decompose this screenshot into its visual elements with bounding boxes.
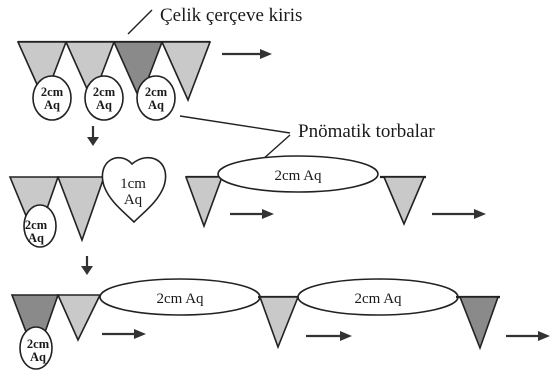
bag-label: 2cm — [25, 218, 48, 232]
pneumatic-bag — [23, 204, 57, 248]
bag-label: Aq — [96, 98, 112, 112]
pneumatic-bag — [136, 75, 176, 121]
stage-3: 2cm Aq 2cm Aq 2cm Aq — [10, 278, 550, 370]
bag-label: 1cm — [120, 176, 146, 192]
annotation-pneumatic-bags: Pnömatik torbalar — [179, 115, 435, 161]
direction-arrow-right — [506, 331, 550, 341]
pneumatic-bag — [217, 155, 379, 193]
direction-arrow-right — [222, 49, 272, 59]
bag-label: Aq — [30, 350, 46, 364]
direction-arrow-right — [432, 209, 486, 219]
pneumatic-bag — [19, 326, 53, 370]
direction-arrow-right — [230, 209, 274, 219]
down-arrow — [87, 126, 99, 146]
bag-label: Aq — [44, 98, 60, 112]
frame-wedge — [458, 296, 500, 351]
direction-arrow-right — [102, 329, 146, 339]
frame-wedge — [160, 41, 212, 103]
frame-wedge — [64, 41, 116, 103]
pneumatic-bag — [84, 75, 124, 121]
bag-label: 2cm — [27, 337, 50, 351]
bag-label: 2cm — [145, 85, 168, 99]
annotation-pneumatic-bags-text: Pnömatik torbalar — [298, 121, 435, 142]
annotation-frame-beam-text: Çelik çerçeve kiris — [160, 5, 302, 26]
bag-label: Aq — [28, 231, 44, 245]
annotation-leader-line — [261, 134, 291, 161]
frame-wedge — [56, 294, 102, 342]
frame-wedge — [184, 176, 224, 229]
stage-2: 2cm Aq 1cm Aq 2cm Aq — [8, 155, 486, 248]
bag-label: 2cm Aq — [274, 168, 322, 184]
frame-wedge — [56, 176, 106, 243]
annotation-leader-line — [127, 9, 153, 35]
direction-arrow-right — [306, 331, 352, 341]
frame-wedge — [16, 41, 68, 103]
stage-1: 2cm Aq 2cm Aq 2cm Aq — [16, 40, 272, 121]
frame-wedge — [112, 41, 164, 103]
bag-label: 2cm Aq — [156, 291, 204, 307]
annotation-frame-beam: Çelik çerçeve kiris — [127, 5, 302, 35]
frame-wedge — [382, 176, 426, 227]
frame-wedge — [258, 296, 300, 350]
bag-label: Aq — [148, 98, 164, 112]
bag-label: 2cm — [93, 85, 116, 99]
bag-label: 2cm Aq — [354, 291, 402, 307]
bag-label: 2cm — [41, 85, 64, 99]
annotation-leader-line — [179, 115, 291, 134]
pneumatic-bag — [32, 75, 72, 121]
down-arrow — [81, 256, 93, 275]
pneumatic-bag-heart — [101, 156, 167, 224]
bag-label: Aq — [124, 192, 143, 208]
